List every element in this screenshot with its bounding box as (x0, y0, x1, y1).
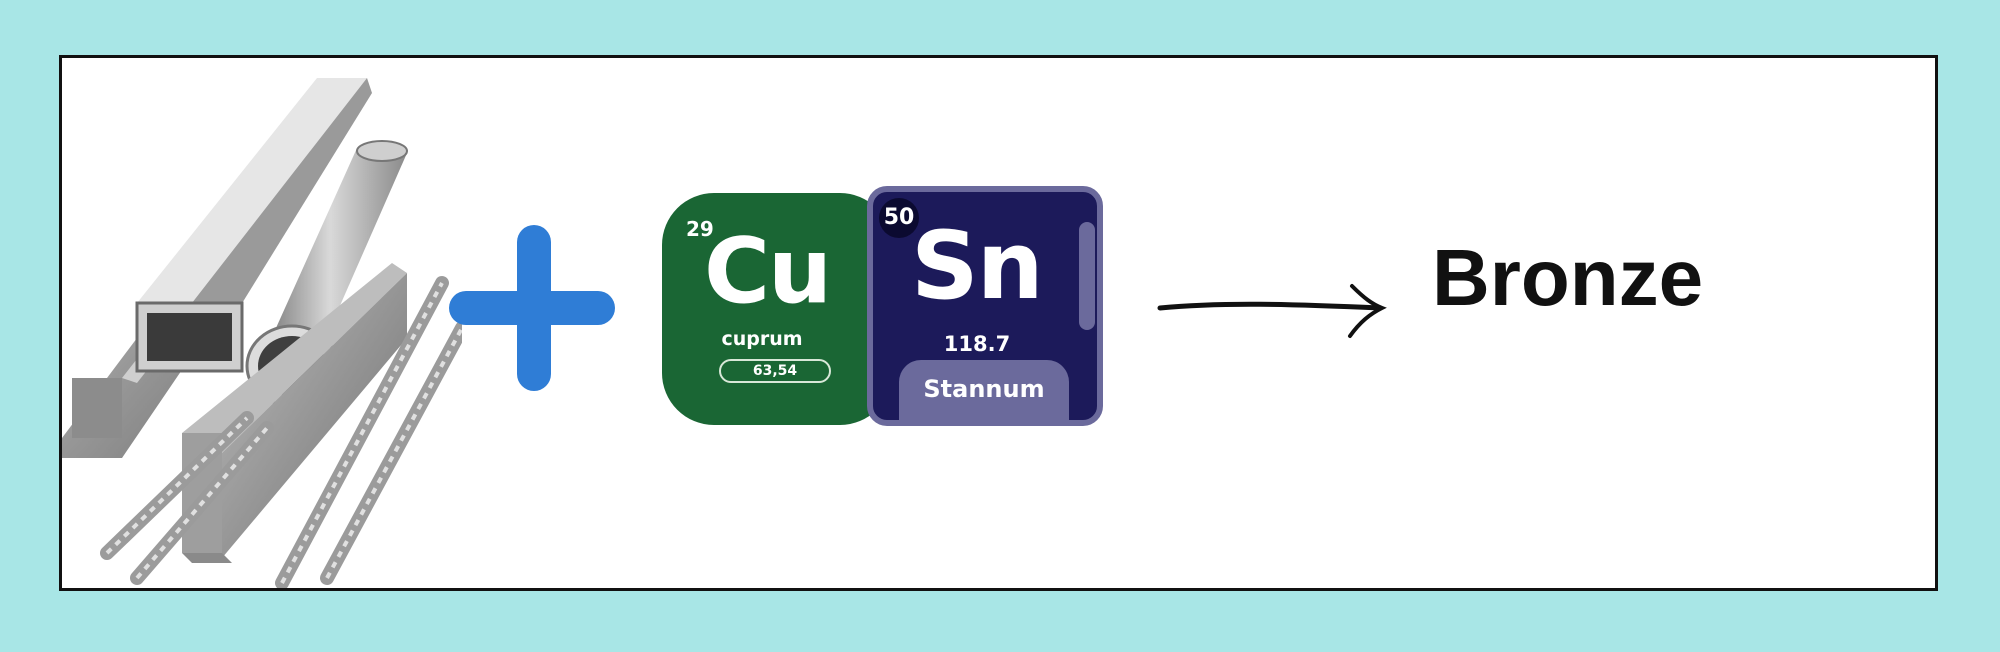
metal-bars-illustration (62, 78, 462, 588)
copper-atomic-number: 29 (686, 217, 714, 241)
result-label: Bronze (1432, 233, 1704, 322)
tin-atomic-number: 50 (879, 198, 919, 238)
arrow-icon (1157, 284, 1387, 338)
tin-atomic-mass: 118.7 (943, 332, 1011, 356)
copper-element-tile: 29 Cu cuprum 63,54 (662, 193, 892, 425)
copper-name: cuprum (721, 328, 803, 350)
copper-atomic-mass: 63,54 (719, 359, 831, 383)
tin-name: Stannum (899, 360, 1069, 422)
tin-element-tile: 50 Sn 118.7 Stannum (867, 186, 1103, 426)
equation-panel: 29 Cu cuprum 63,54 50 Sn 118.7 Stannum B… (59, 55, 1938, 591)
tin-decor-bar (1079, 222, 1095, 330)
plus-icon (449, 225, 615, 391)
tin-symbol: Sn (911, 212, 1044, 321)
copper-symbol: Cu (704, 219, 832, 324)
